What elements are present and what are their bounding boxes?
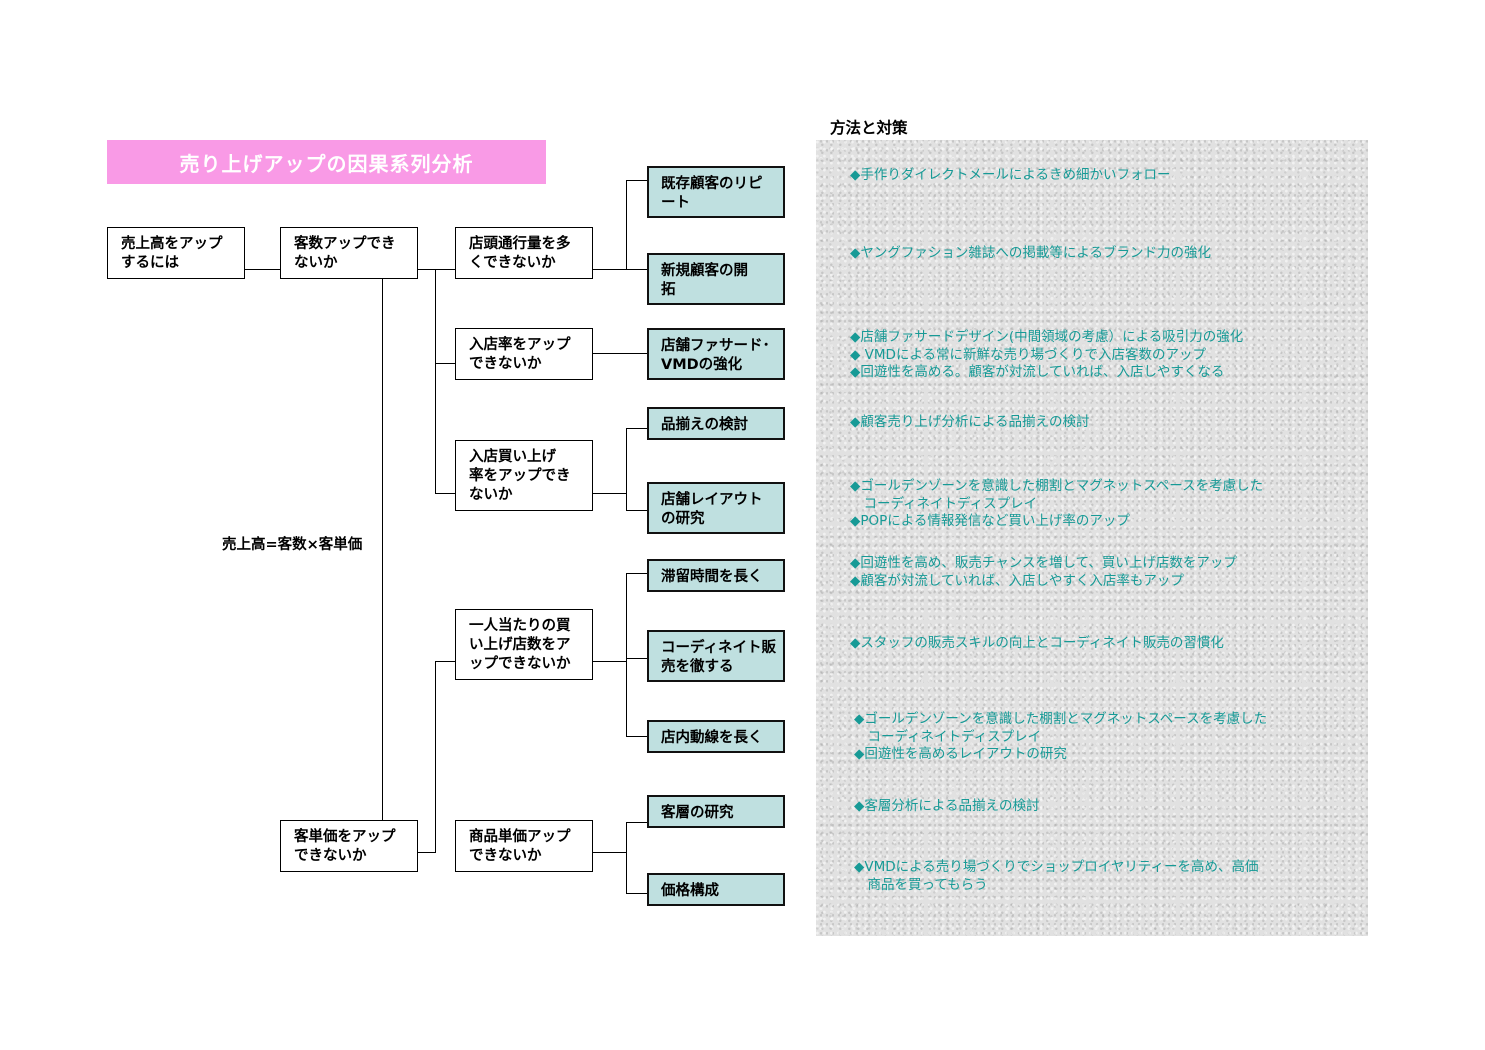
traffic-box: 店頭通行量を多 くできないか	[455, 227, 593, 279]
action-segment-box: 客層の研究	[647, 795, 785, 828]
action-new-customers-box: 新規顧客の開 拓	[647, 253, 785, 305]
items-per-customer-box: 一人当たりの買 い上げ店数をア ップできないか	[455, 609, 593, 680]
root-box: 売上高をアップ するには	[107, 227, 245, 279]
method-item-6: ◆回遊性を高め、販売チャンスを増して、買い上げ店数をアップ ◆顧客が対流していれ…	[850, 555, 1237, 589]
method-item-2: ◆ヤングファション雑誌への掲載等によるブランド力の強化	[850, 245, 1211, 261]
method-item-8: ◆ゴールデンゾーンを意識した棚割とマグネットスペースを考慮した コーディネイトデ…	[854, 711, 1268, 762]
method-item-9: ◆客層分析による品揃えの検討	[854, 798, 1040, 814]
method-item-7: ◆スタッフの販売スキルの向上とコーディネイト販売の習慣化	[850, 635, 1224, 651]
purchase-rate-box: 入店買い上げ 率をアップでき ないか	[455, 440, 593, 511]
action-coordinate-box: コーディネイト販 売を徹する	[647, 630, 785, 682]
customers-box: 客数アップでき ないか	[280, 227, 418, 279]
methods-heading: 方法と対策	[830, 119, 908, 137]
action-assortment-box: 品揃えの検討	[647, 407, 785, 440]
method-item-10: ◆VMDによる売り場づくりでショップロイヤリティーを高め、高価 商品を買ってもら…	[854, 859, 1259, 893]
action-repeat-box: 既存顧客のリピ ート	[647, 166, 785, 218]
method-item-4: ◆顧客売り上げ分析による品揃えの検討	[850, 414, 1090, 430]
action-pricing-box: 価格構成	[647, 873, 785, 906]
diagram-title: 売り上げアップの因果系列分析	[107, 140, 546, 184]
method-item-3: ◆店舗ファサードデザイン(中間領域の考慮）による吸引力の強化 ◆ VMDによる常…	[850, 329, 1244, 380]
unit-price-box: 客単価をアップ できないか	[280, 820, 418, 872]
action-layout-box: 店舗レイアウト の研究	[647, 482, 785, 534]
action-dwell-box: 滞留時間を長く	[647, 559, 785, 592]
entry-rate-box: 入店率をアップ できないか	[455, 328, 593, 380]
action-facade-box: 店舗ファサード･ VMDの強化	[647, 328, 785, 380]
formula-label: 売上高=客数×客単価	[222, 537, 363, 553]
item-price-box: 商品単価アップ できないか	[455, 820, 593, 872]
methods-panel	[816, 140, 1368, 936]
method-item-1: ◆手作りダイレクトメールによるきめ細かいフォロー	[850, 167, 1171, 183]
method-item-5: ◆ゴールデンゾーンを意識した棚割とマグネットスペースを考慮した コーディネイトデ…	[850, 478, 1264, 529]
action-flow-box: 店内動線を長く	[647, 720, 785, 753]
